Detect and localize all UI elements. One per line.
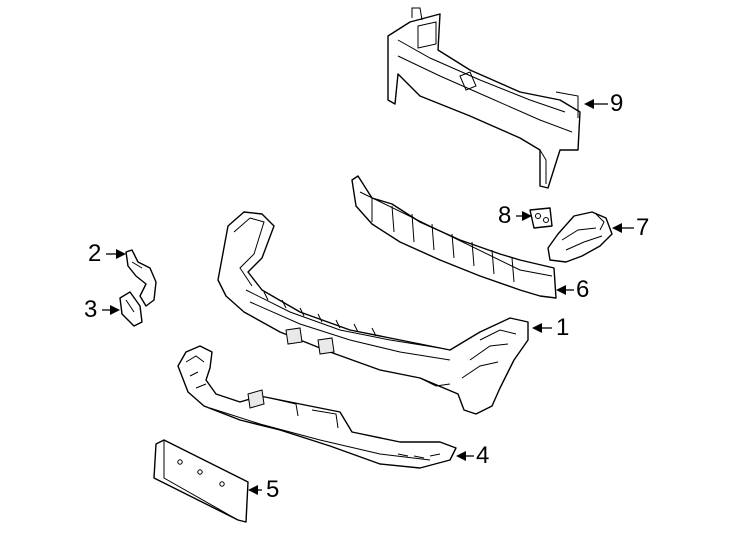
energy-absorber-part-6 — [351, 175, 557, 299]
callout-4: 4 — [476, 442, 490, 469]
arrowhead-4 — [456, 451, 466, 461]
callout-2: 2 — [88, 240, 102, 267]
license-plate-bracket-part-5 — [153, 439, 249, 523]
callout-8: 8 — [498, 202, 512, 229]
arrowhead-3 — [110, 305, 120, 315]
side-bracket-part-7 — [547, 211, 613, 263]
callout-9: 9 — [610, 90, 624, 117]
callout-7: 7 — [636, 214, 650, 241]
arrowhead-1 — [532, 323, 542, 333]
arrowhead-2 — [116, 249, 126, 259]
lower-valance-part-4 — [177, 345, 457, 469]
callout-1: 1 — [556, 314, 570, 341]
callout-5: 5 — [266, 476, 280, 503]
callout-3: 3 — [84, 296, 98, 323]
arrowhead-9 — [584, 99, 594, 109]
bracket-part-3 — [119, 291, 143, 327]
callout-6: 6 — [576, 276, 590, 303]
arrowhead-7 — [612, 223, 622, 233]
bracket-part-2 — [125, 249, 157, 307]
arrowhead-6 — [556, 285, 566, 295]
arrowhead-8 — [522, 211, 532, 221]
leader-lines — [102, 99, 634, 495]
arrowhead-5 — [248, 485, 258, 495]
reinforcement-beam-part-9 — [387, 7, 581, 189]
bumper-cover-part-1 — [217, 211, 529, 415]
small-bracket-part-8 — [529, 207, 553, 229]
